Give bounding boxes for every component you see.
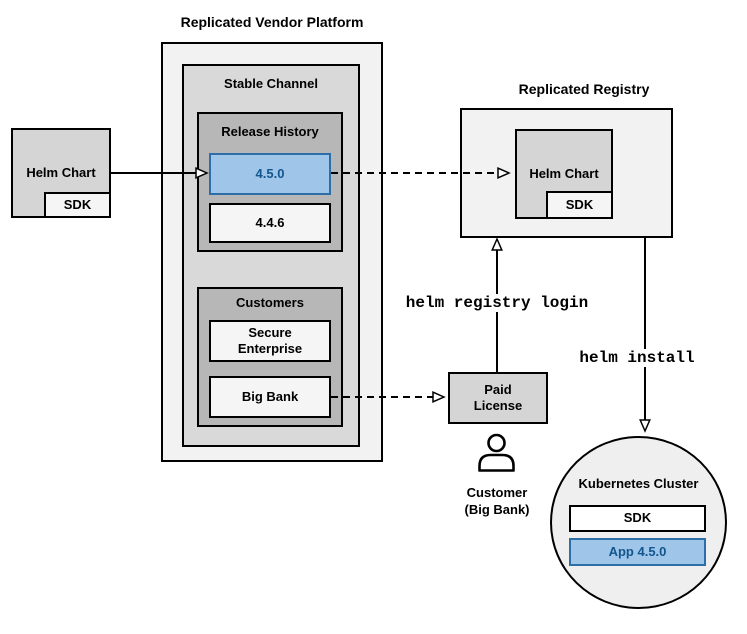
k8s-cluster-title: Kubernetes Cluster bbox=[578, 476, 699, 491]
helm-chart-source-label: Helm Chart bbox=[26, 164, 96, 180]
customer-secure-enterprise-box: Secure Enterprise bbox=[209, 320, 331, 362]
command-label-registry-login: helm registry login bbox=[397, 294, 597, 312]
registry-sdk-box: SDK bbox=[546, 191, 613, 219]
registry-title: Replicated Registry bbox=[518, 81, 650, 97]
release-history-label: Release History bbox=[221, 124, 319, 139]
customer-icon bbox=[478, 433, 515, 472]
release-446-box: 4.4.6 bbox=[209, 203, 331, 243]
registry-helm-chart-label: Helm Chart bbox=[529, 165, 599, 181]
customers-label: Customers bbox=[236, 295, 304, 310]
helm-chart-source-sdk-box: SDK bbox=[44, 192, 111, 218]
k8s-sdk-box: SDK bbox=[569, 505, 706, 532]
customer-org-label: (Big Bank) bbox=[464, 502, 530, 517]
customer-big-bank-label: Big Bank bbox=[241, 388, 299, 404]
k8s-sdk-label: SDK bbox=[623, 510, 652, 526]
release-446-label: 4.4.6 bbox=[255, 214, 285, 230]
helm-chart-source-sdk-label: SDK bbox=[63, 196, 92, 212]
release-450-box: 4.5.0 bbox=[209, 153, 331, 195]
k8s-app-label: App 4.5.0 bbox=[608, 543, 667, 559]
arrow-registry-to-cluster bbox=[639, 238, 651, 433]
k8s-app-box: App 4.5.0 bbox=[569, 538, 706, 566]
paid-license-box: Paid License bbox=[448, 372, 548, 424]
stable-channel-label: Stable Channel bbox=[224, 76, 318, 91]
command-label-helm-install: helm install bbox=[537, 349, 737, 367]
customer-name-label: Customer bbox=[466, 485, 528, 500]
vendor-platform-title: Replicated Vendor Platform bbox=[180, 14, 364, 30]
customer-secure-enterprise-label: Secure Enterprise bbox=[237, 324, 303, 356]
registry-sdk-label: SDK bbox=[565, 196, 594, 212]
release-450-label: 4.5.0 bbox=[255, 165, 285, 181]
customer-big-bank-box: Big Bank bbox=[209, 376, 331, 418]
paid-license-label: Paid License bbox=[473, 381, 523, 413]
